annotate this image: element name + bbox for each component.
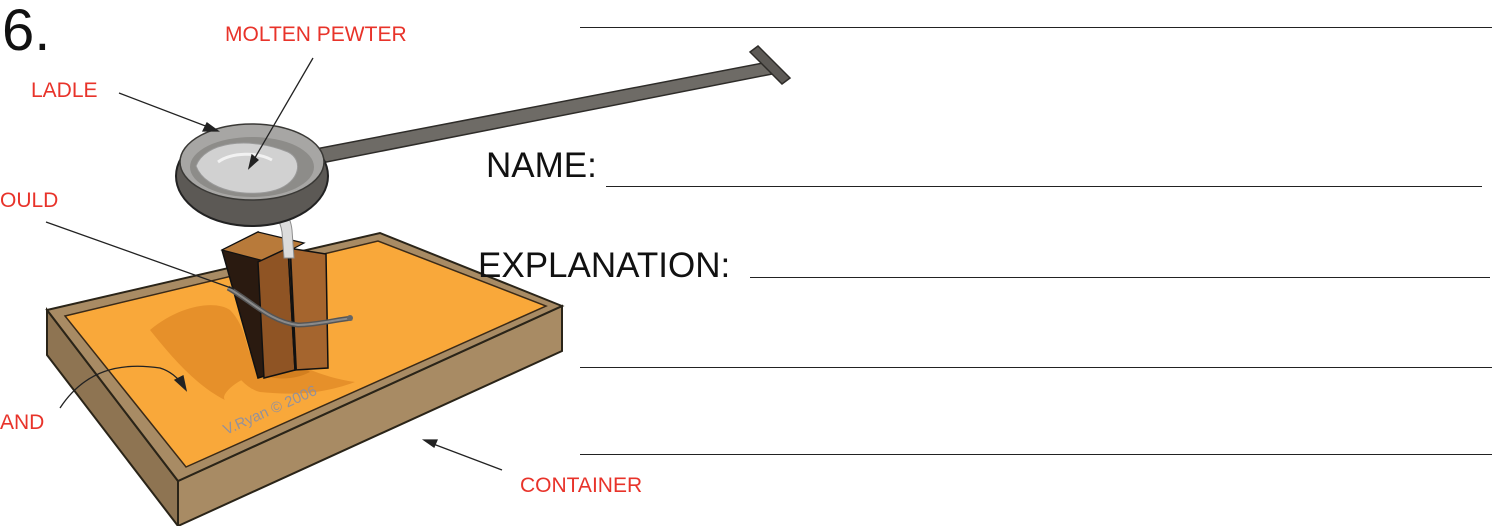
explanation-line-3[interactable] xyxy=(580,454,1492,455)
label-ladle: LADLE xyxy=(31,79,98,102)
label-sand: AND xyxy=(0,411,45,434)
question-number: 6. xyxy=(2,0,51,63)
explanation-field-line[interactable] xyxy=(750,277,1490,278)
leader-lines xyxy=(45,57,503,471)
label-mould: OULD xyxy=(0,189,59,212)
name-label: NAME: xyxy=(486,146,597,185)
label-molten-pewter: MOLTEN PEWTER xyxy=(225,23,407,46)
ladle xyxy=(175,45,792,227)
answer-line-top xyxy=(580,27,1492,28)
mould xyxy=(220,230,353,379)
explanation-label: EXPLANATION: xyxy=(478,246,731,285)
name-field-line[interactable] xyxy=(606,186,1482,187)
label-container: CONTAINER xyxy=(520,474,643,497)
explanation-line-2[interactable] xyxy=(580,367,1492,368)
